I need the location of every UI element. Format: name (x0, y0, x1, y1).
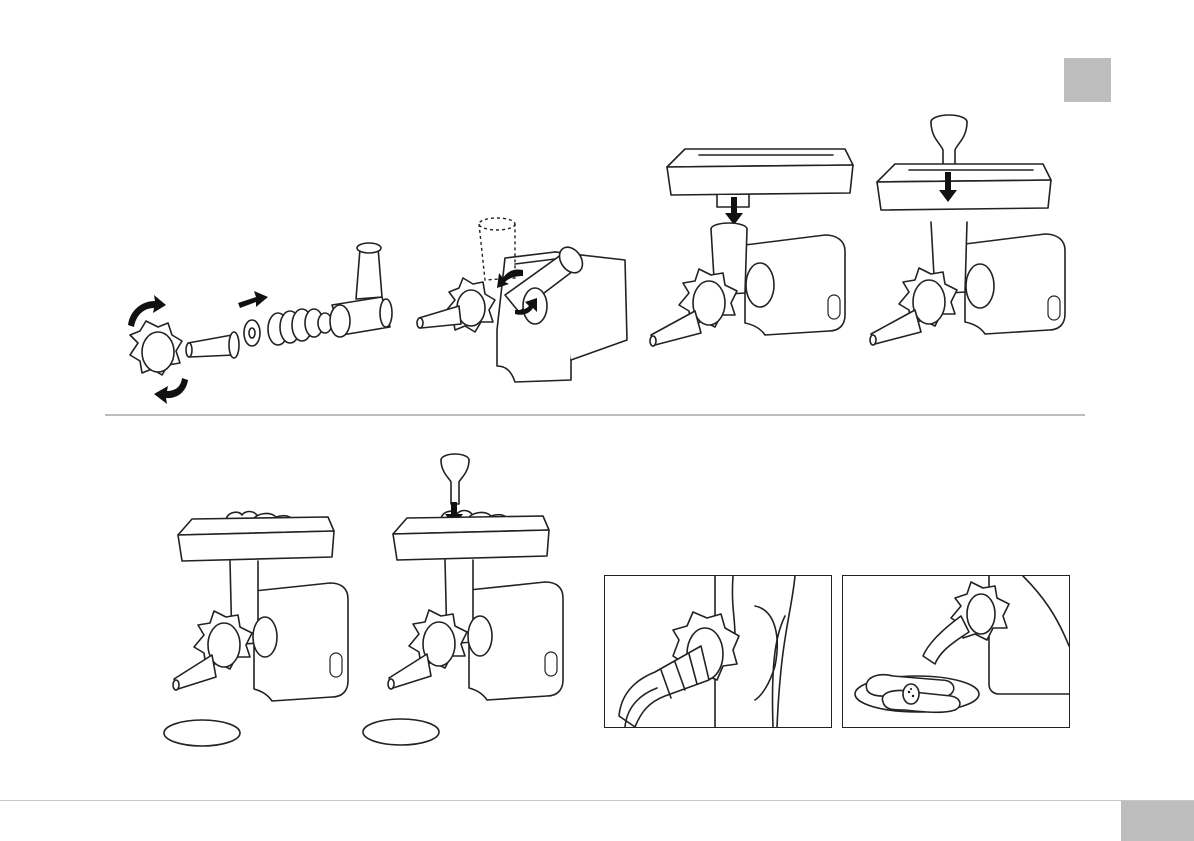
step2-mount-illustration (415, 210, 630, 385)
step4-pusher-illustration (865, 110, 1080, 370)
detail-sausage-box (842, 575, 1070, 728)
casing-on-nozzle-illustration (605, 576, 831, 727)
footer-divider (0, 800, 1194, 801)
detail-casing-box (604, 575, 832, 728)
arrow-right-icon (238, 291, 268, 308)
sausage-nozzle-icon (389, 654, 431, 688)
sausage-slice-icon (903, 684, 919, 704)
section-tab (1064, 58, 1111, 102)
rotate-arrow-icon (154, 378, 188, 404)
step3-tray-illustration (645, 145, 860, 370)
page-number-tab (1121, 801, 1194, 841)
tray-icon (393, 516, 549, 560)
star-plate-icon (244, 320, 260, 346)
step6-push-meat-illustration (355, 450, 565, 750)
step5-load-meat-illustration (160, 505, 360, 745)
feed-screw-icon (268, 309, 332, 345)
grinder-head-icon (330, 243, 392, 337)
sausage-nozzle-icon (871, 310, 921, 344)
sausages-on-plate-illustration (843, 576, 1069, 727)
ring-nut-icon (130, 321, 182, 375)
sausage-nozzle-icon (651, 311, 701, 345)
plate-icon (363, 719, 439, 745)
motor-body-icon (745, 235, 845, 335)
sausage-nozzle-icon (923, 616, 969, 664)
sausage-nozzle-icon (419, 306, 461, 328)
tray-icon (877, 164, 1051, 210)
pusher-icon (441, 454, 469, 504)
sausage-nozzle-icon (174, 655, 216, 689)
plate-icon (164, 720, 240, 746)
sausage-nozzle-icon (186, 332, 239, 358)
tray-icon (178, 517, 334, 561)
step1-assembly-illustration (110, 235, 410, 400)
motor-body-icon (965, 234, 1065, 334)
section-divider (105, 414, 1085, 416)
tray-icon (667, 149, 853, 207)
casing-icon (619, 646, 709, 727)
